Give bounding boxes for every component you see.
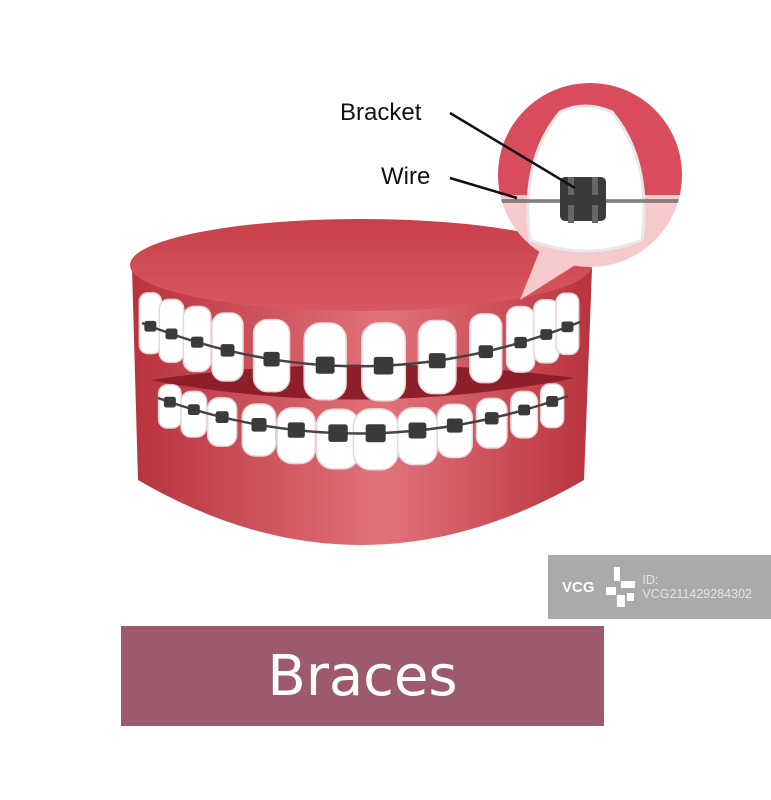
bracket [446,418,463,433]
bracket [328,424,348,442]
bracket [144,320,157,332]
watermark: VCG ID: VCG211429284302 [548,555,771,619]
bracket [287,422,305,438]
lower-wire [157,394,569,435]
bracket [163,396,176,408]
title-banner: Braces [121,626,604,726]
watermark-star-icon [605,567,635,607]
wire-label: Wire [381,163,431,190]
bracket [263,351,280,367]
bracket-pointer [449,111,576,190]
bracket [187,404,200,416]
bracket [540,329,553,340]
watermark-logo: VCG [562,578,595,596]
bracket [220,344,235,357]
wire-pointer [449,176,518,200]
bracket [514,336,527,349]
title: Braces [267,643,458,709]
bracket [165,328,178,340]
bracket [518,404,531,416]
bracket [215,411,229,424]
bracket [315,356,335,374]
bracket [478,345,493,359]
bracket [484,412,499,425]
bracket [365,424,386,443]
bracket [428,353,446,369]
bracket-label: Bracket [340,99,422,126]
gum-top [130,219,592,311]
bracket [546,396,559,407]
bracket [373,356,394,375]
bracket [408,422,427,439]
bracket [251,418,267,432]
bracket [190,336,204,348]
bracket [561,321,574,333]
watermark-id: ID: VCG211429284302 [642,573,752,601]
